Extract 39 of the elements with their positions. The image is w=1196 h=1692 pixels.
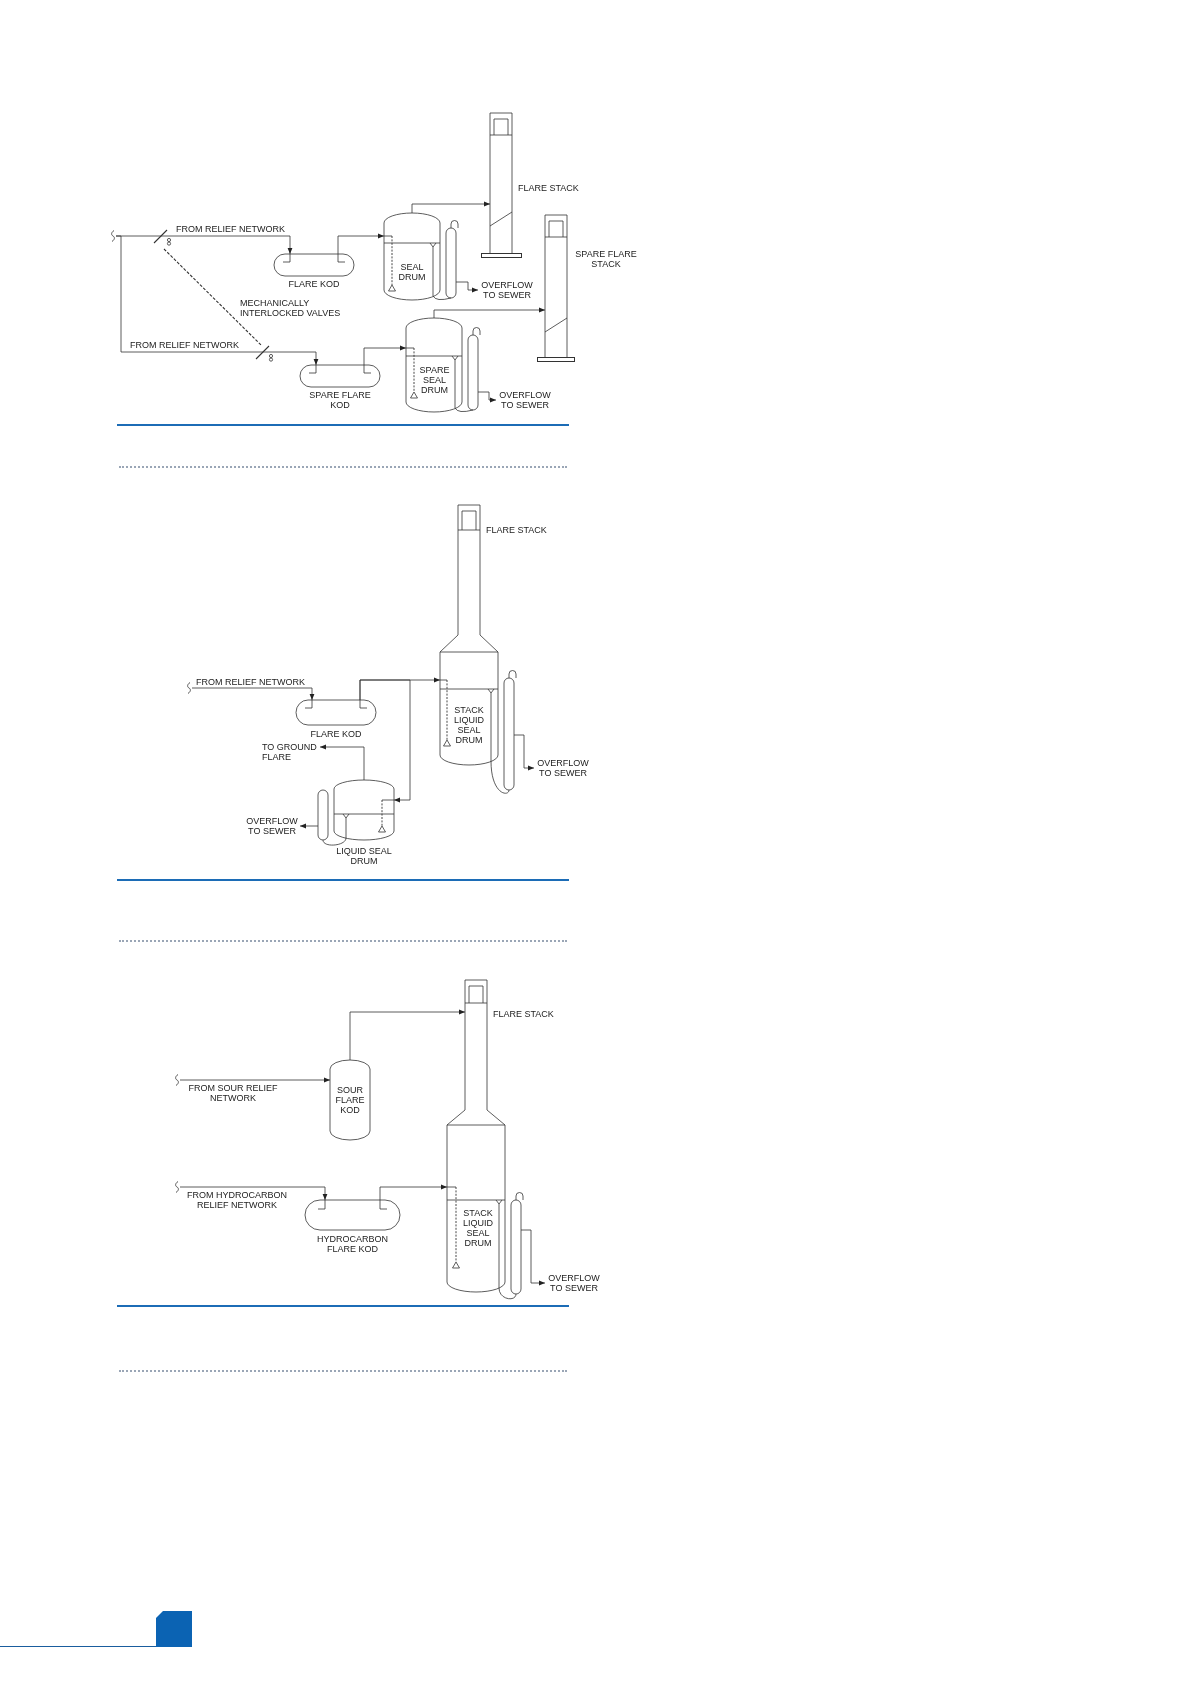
horizontal-drum	[296, 700, 376, 739]
vertical-drum	[406, 318, 486, 414]
horizontal-drum	[305, 1200, 400, 1254]
flare-stack	[545, 215, 639, 357]
valve-symbol	[252, 345, 275, 365]
edge-label: FROM RELIEF NETWORK	[130, 340, 242, 350]
outlet-label: OVERFLOW TO SEWER	[496, 390, 554, 410]
pipe-line	[115, 235, 253, 353]
valve-symbol	[150, 229, 173, 249]
equipment-label: SPARE FLARE STACK	[574, 249, 638, 269]
stack-seal-drum	[447, 1110, 527, 1302]
equipment-label: STACK LIQUID SEAL DRUM	[462, 1208, 494, 1248]
edge-label: FROM RELIEF NETWORK	[196, 677, 308, 687]
outlet-label: OVERFLOW TO SEWER	[534, 758, 592, 778]
edge-label: FROM RELIEF NETWORK	[176, 224, 288, 234]
horizontal-drum	[300, 365, 380, 410]
vertical-drum	[314, 780, 394, 866]
equipment-label: SEAL DRUM	[397, 262, 427, 282]
equipment-label: SOUR FLARE KOD	[334, 1085, 366, 1115]
equipment-label: SPARE SEAL DRUM	[418, 365, 451, 395]
edge-label: FROM HYDROCARBON RELIEF NETWORK	[184, 1190, 290, 1210]
equipment-label: FLARE STACK	[486, 525, 548, 535]
stack-seal-drum	[440, 635, 520, 797]
equipment-label: FLARE KOD	[309, 729, 363, 739]
equipment-label: STACK LIQUID SEAL DRUM	[453, 705, 485, 745]
outlet-label: OVERFLOW TO SEWER	[545, 1273, 603, 1293]
vertical-drum	[384, 213, 464, 301]
equipment-label: FLARE STACK	[493, 1009, 555, 1019]
equipment-label: LIQUID SEAL DRUM	[335, 846, 393, 866]
outlet-label: TO GROUND FLARE	[262, 742, 320, 762]
vertical-drum	[330, 1060, 370, 1140]
equipment-label: HYDROCARBON FLARE KOD	[316, 1234, 389, 1254]
outlet-label: OVERFLOW TO SEWER	[478, 280, 536, 300]
equipment-label: SPARE FLARE KOD	[308, 390, 372, 410]
equipment-label: FLARE STACK	[518, 183, 580, 193]
equipment-label: FLARE KOD	[287, 279, 341, 289]
outlet-label: OVERFLOW TO SEWER	[244, 816, 300, 836]
horizontal-drum	[274, 254, 354, 289]
dashed-line	[163, 248, 262, 346]
